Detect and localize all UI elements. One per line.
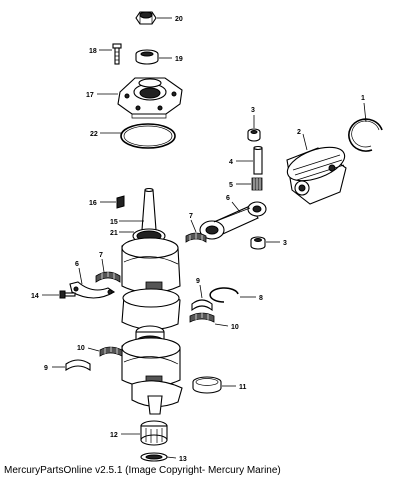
part-22-o-ring	[120, 123, 176, 149]
part-7-rod-bearing-upper	[185, 232, 207, 243]
callout-9b: 9	[44, 365, 48, 372]
callout-12: 12	[110, 432, 118, 439]
callout-14: 14	[31, 293, 39, 300]
callout-15: 15	[110, 219, 118, 226]
callout-7a: 7	[189, 213, 193, 220]
part-3-bearing-upper	[247, 128, 261, 142]
callout-6b: 6	[75, 261, 79, 268]
part-10-needle-cage-lower	[99, 346, 123, 357]
callout-1: 1	[361, 95, 365, 102]
part-1-piston-ring	[348, 118, 383, 152]
part-19-seal	[135, 49, 159, 65]
callout-10b: 10	[77, 345, 85, 352]
image-caption: MercuryPartsOnline v2.5.1 (Image Copyrig…	[4, 465, 281, 476]
part-12-roller-bearing	[140, 420, 168, 446]
part-17-end-cap	[117, 77, 183, 119]
callout-7b: 7	[99, 252, 103, 259]
callout-19: 19	[175, 56, 183, 63]
part-5-needle-bearing	[251, 177, 263, 191]
part-10-needle-cage-upper	[189, 312, 215, 323]
exploded-parts-diagram: 20 18 19 17 22 1	[31, 11, 383, 462]
callout-20: 20	[175, 16, 183, 23]
part-4-wrist-pin	[253, 145, 263, 175]
callout-4: 4	[229, 159, 233, 166]
part-2-piston	[286, 146, 347, 205]
part-3-bearing-lower	[250, 236, 266, 250]
callout-3b: 3	[283, 240, 287, 247]
callout-21: 21	[110, 230, 118, 237]
part-11-sleeve-ring	[192, 376, 222, 394]
part-8-retaining-ring	[209, 287, 239, 303]
part-18-screw	[112, 43, 122, 65]
part-15-crankshaft	[121, 187, 183, 415]
callout-11: 11	[239, 384, 247, 391]
part-9-race-lower	[65, 359, 91, 372]
callout-17: 17	[86, 92, 94, 99]
callout-9a: 9	[196, 278, 200, 285]
part-6-connecting-rod	[199, 201, 267, 240]
callout-8: 8	[259, 295, 263, 302]
callout-18: 18	[89, 48, 97, 55]
callout-22: 22	[90, 131, 98, 138]
callout-16: 16	[89, 200, 97, 207]
part-20-nut	[135, 11, 157, 25]
part-9-race-upper	[191, 299, 213, 312]
part-7-rod-bearing-left	[95, 271, 121, 283]
part-13-seal-ring	[140, 452, 168, 462]
part-6-rod-cap	[69, 281, 116, 299]
callout-10a: 10	[231, 324, 239, 331]
callout-6a: 6	[226, 195, 230, 202]
callout-13: 13	[179, 456, 187, 462]
callout-2: 2	[297, 129, 301, 136]
part-14-screw	[59, 290, 76, 299]
callout-5: 5	[229, 182, 233, 189]
callout-3a: 3	[251, 107, 255, 114]
part-16-key	[116, 195, 125, 209]
